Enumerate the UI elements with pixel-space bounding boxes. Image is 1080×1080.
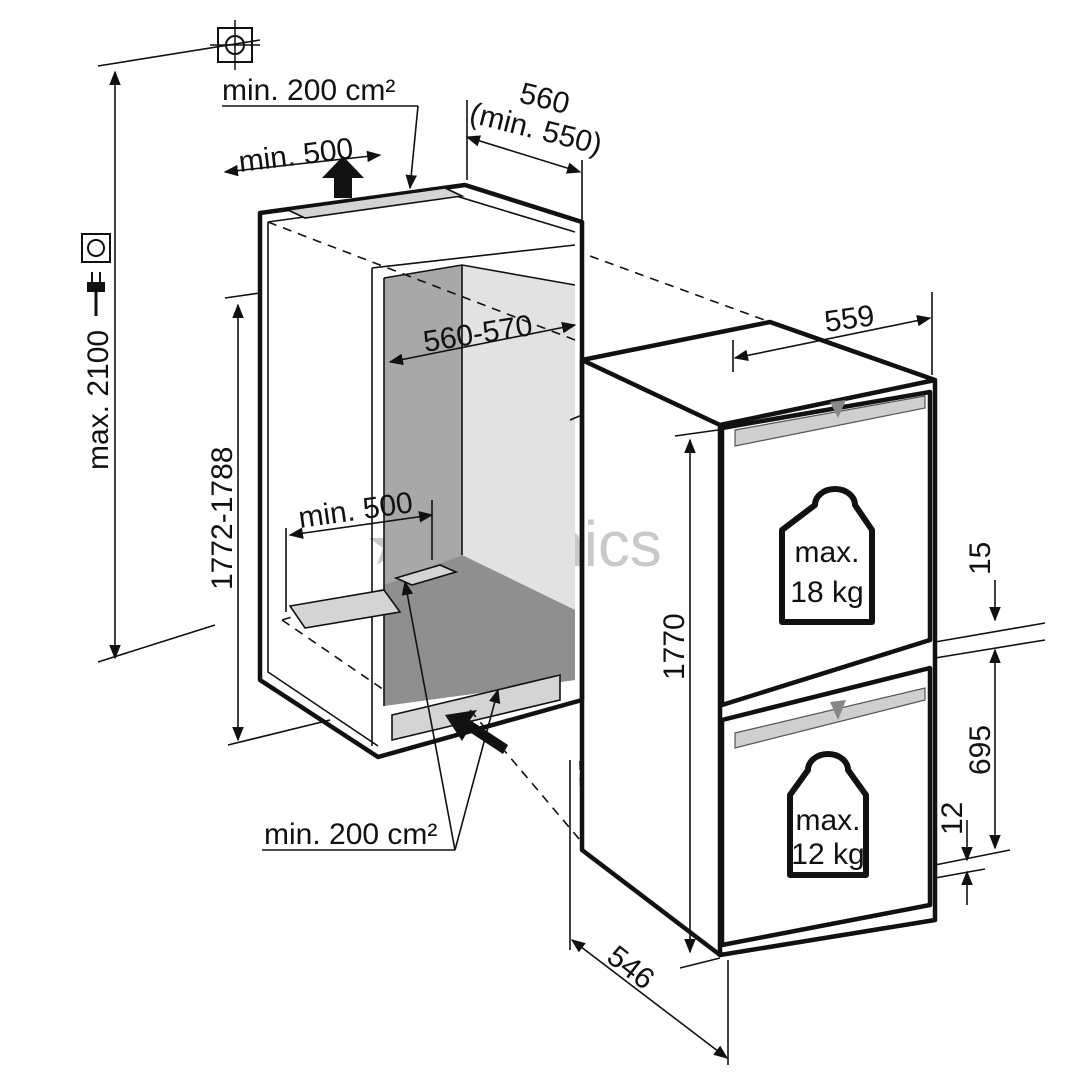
door-gap-label: 15	[964, 542, 997, 575]
weight-icon-lower: max. 12 kg	[787, 751, 869, 878]
upper-weight-line2: 18 kg	[790, 576, 863, 609]
bottom-vent-label: min. 200 cm²	[264, 818, 437, 851]
appliance-depth-label: 546	[601, 940, 661, 997]
power-socket-icon	[81, 233, 111, 263]
appliance-width-label: 559	[822, 299, 876, 339]
lower-gap-label: 12	[936, 802, 969, 835]
ventilation-symbol-icon	[210, 20, 260, 70]
niche-height-label: 1772-1788	[206, 447, 239, 590]
air-in-arrow-icon	[445, 710, 508, 754]
weight-icon-upper: max. 18 kg	[779, 486, 875, 625]
air-out-arrow-icon	[322, 156, 364, 198]
upper-weight-line1: max.	[794, 536, 859, 569]
lower-weight-line2: 12 kg	[791, 838, 864, 871]
top-vent-label: min. 200 cm²	[222, 74, 395, 107]
max-height-label: max. 2100	[82, 330, 115, 470]
lower-weight-line1: max.	[795, 804, 860, 837]
appliance-height-label: 1770	[658, 613, 691, 680]
power-plug-icon	[87, 272, 105, 316]
lower-door-label: 695	[964, 725, 997, 775]
airflow-arrows	[322, 156, 508, 754]
